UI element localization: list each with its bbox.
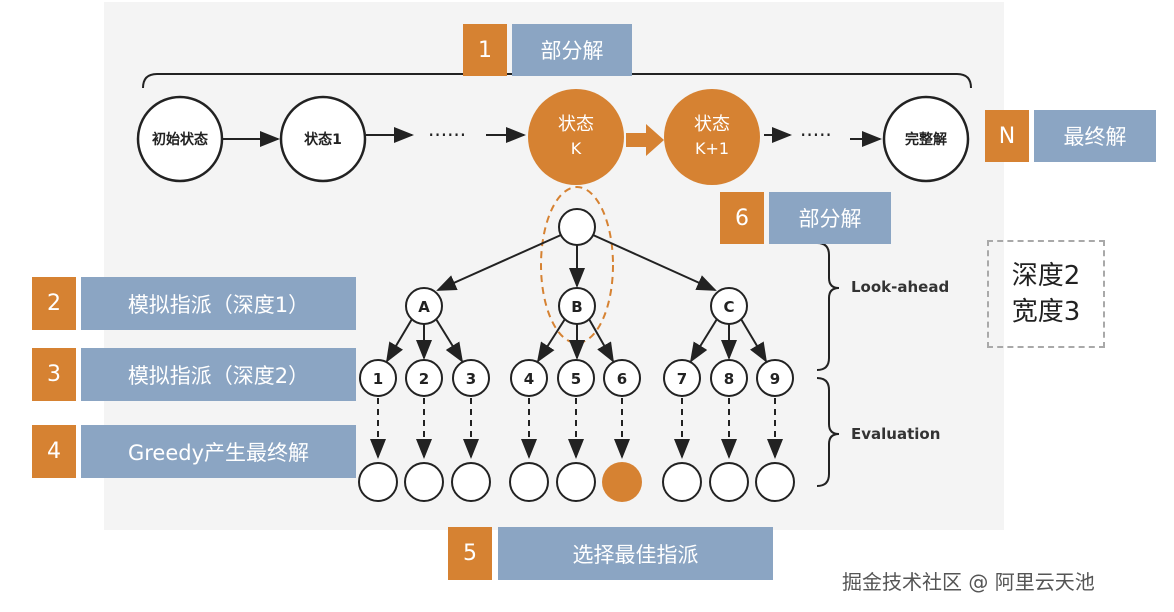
tree-node-3-label: 3: [466, 370, 476, 388]
callout-5-label: 选择最佳指派: [498, 527, 773, 580]
evaluation-brace: [816, 377, 840, 487]
node-complete-solution-label: 完整解: [905, 131, 947, 148]
node-initial-state: [136, 95, 224, 183]
node-state-k1: [664, 89, 760, 185]
tree-node-3: [452, 359, 490, 397]
tree-node-4-label: 4: [524, 370, 534, 388]
leaf-node-5: [556, 462, 596, 502]
edge-root-c: [592, 234, 717, 291]
callout-2-label: 模拟指派（深度1）: [81, 277, 356, 330]
edge-a-1: [385, 318, 413, 363]
highlight-ellipse: [540, 186, 614, 344]
leaf-node-3: [451, 462, 491, 502]
chain-dots-2: ·····: [800, 123, 832, 147]
tree-node-4: [510, 359, 548, 397]
level2-nodes: 1 2 3 4 5 6 7 8 9: [359, 359, 794, 397]
tree-node-1: [359, 359, 397, 397]
leaf-node-8: [709, 462, 749, 502]
leaf-node-1: [358, 462, 398, 502]
leaf-node-6-best: [602, 462, 642, 502]
transition-arrow-shaft: [626, 133, 648, 147]
callout-n-number: N: [985, 110, 1029, 162]
edge-c-9: [740, 318, 768, 363]
node-state-1-label: 状态1: [304, 131, 342, 148]
node-state-k1-label-2: K+1: [695, 139, 729, 158]
callout-6-number: 6: [720, 192, 764, 244]
leaf-node-9: [755, 462, 795, 502]
edge-a-3: [435, 318, 464, 363]
edge-c-7: [689, 318, 718, 363]
leaf-node-7: [662, 462, 702, 502]
callout-3-number: 3: [32, 348, 76, 401]
tree-node-6-label: 6: [617, 370, 627, 388]
edge-b-4: [536, 318, 566, 363]
leaf-node-2: [404, 462, 444, 502]
callout-5-number: 5: [448, 527, 492, 580]
depth-text: 深度2: [1011, 261, 1081, 291]
lookahead-label: Look-ahead: [851, 278, 950, 296]
callout-n-label: 最终解: [1034, 110, 1156, 162]
tree-node-6: [603, 359, 641, 397]
width-text: 宽度3: [1011, 297, 1081, 327]
callout-1-number: 1: [463, 24, 507, 76]
tree-node-7: [663, 359, 701, 397]
tree-node-2-label: 2: [419, 370, 429, 388]
tree-node-b-label: B: [571, 298, 582, 316]
tree-node-a-label: A: [418, 298, 430, 316]
tree-node-7-label: 7: [677, 370, 687, 388]
watermark: 掘金技术社区 @ 阿里云天池: [842, 570, 1095, 594]
node-state-k-label-2: K: [571, 139, 582, 158]
lookahead-brace: [816, 242, 840, 371]
leaf-node-4: [509, 462, 549, 502]
callout-3-label: 模拟指派（深度2）: [81, 348, 356, 401]
node-initial-state-label: 初始状态: [152, 131, 208, 148]
depth-width-box: 深度2 宽度3: [987, 240, 1105, 348]
tree-node-8: [710, 359, 748, 397]
node-complete-solution: [882, 95, 970, 183]
edge-root-a: [436, 234, 562, 291]
tree-node-9-label: 9: [770, 370, 780, 388]
tree-node-c-label: C: [723, 298, 734, 316]
tree-root-node: [558, 208, 596, 246]
evaluation-label: Evaluation: [851, 425, 941, 443]
tree-node-5: [557, 359, 595, 397]
callout-4-number: 4: [32, 425, 76, 478]
node-state-1: [279, 95, 367, 183]
callout-4-label: Greedy产生最终解: [81, 425, 356, 478]
node-state-k: [528, 89, 624, 185]
callout-1-label: 部分解: [512, 24, 632, 76]
tree-node-2: [405, 359, 443, 397]
transition-arrow-head: [646, 124, 664, 156]
tree-node-5-label: 5: [571, 370, 581, 388]
leaf-nodes: [358, 462, 795, 502]
edge-b-6: [588, 318, 614, 363]
callout-6-label: 部分解: [769, 192, 891, 244]
tree-node-9: [756, 359, 794, 397]
chain-dots-1: ······: [428, 123, 466, 147]
tree-node-8-label: 8: [724, 370, 734, 388]
tree-node-1-label: 1: [373, 370, 383, 388]
callout-2-number: 2: [32, 277, 76, 330]
node-state-k-label-1: 状态: [558, 114, 594, 135]
node-state-k1-label-1: 状态: [694, 114, 730, 135]
greedy-dashed-arrows: [370, 398, 783, 459]
